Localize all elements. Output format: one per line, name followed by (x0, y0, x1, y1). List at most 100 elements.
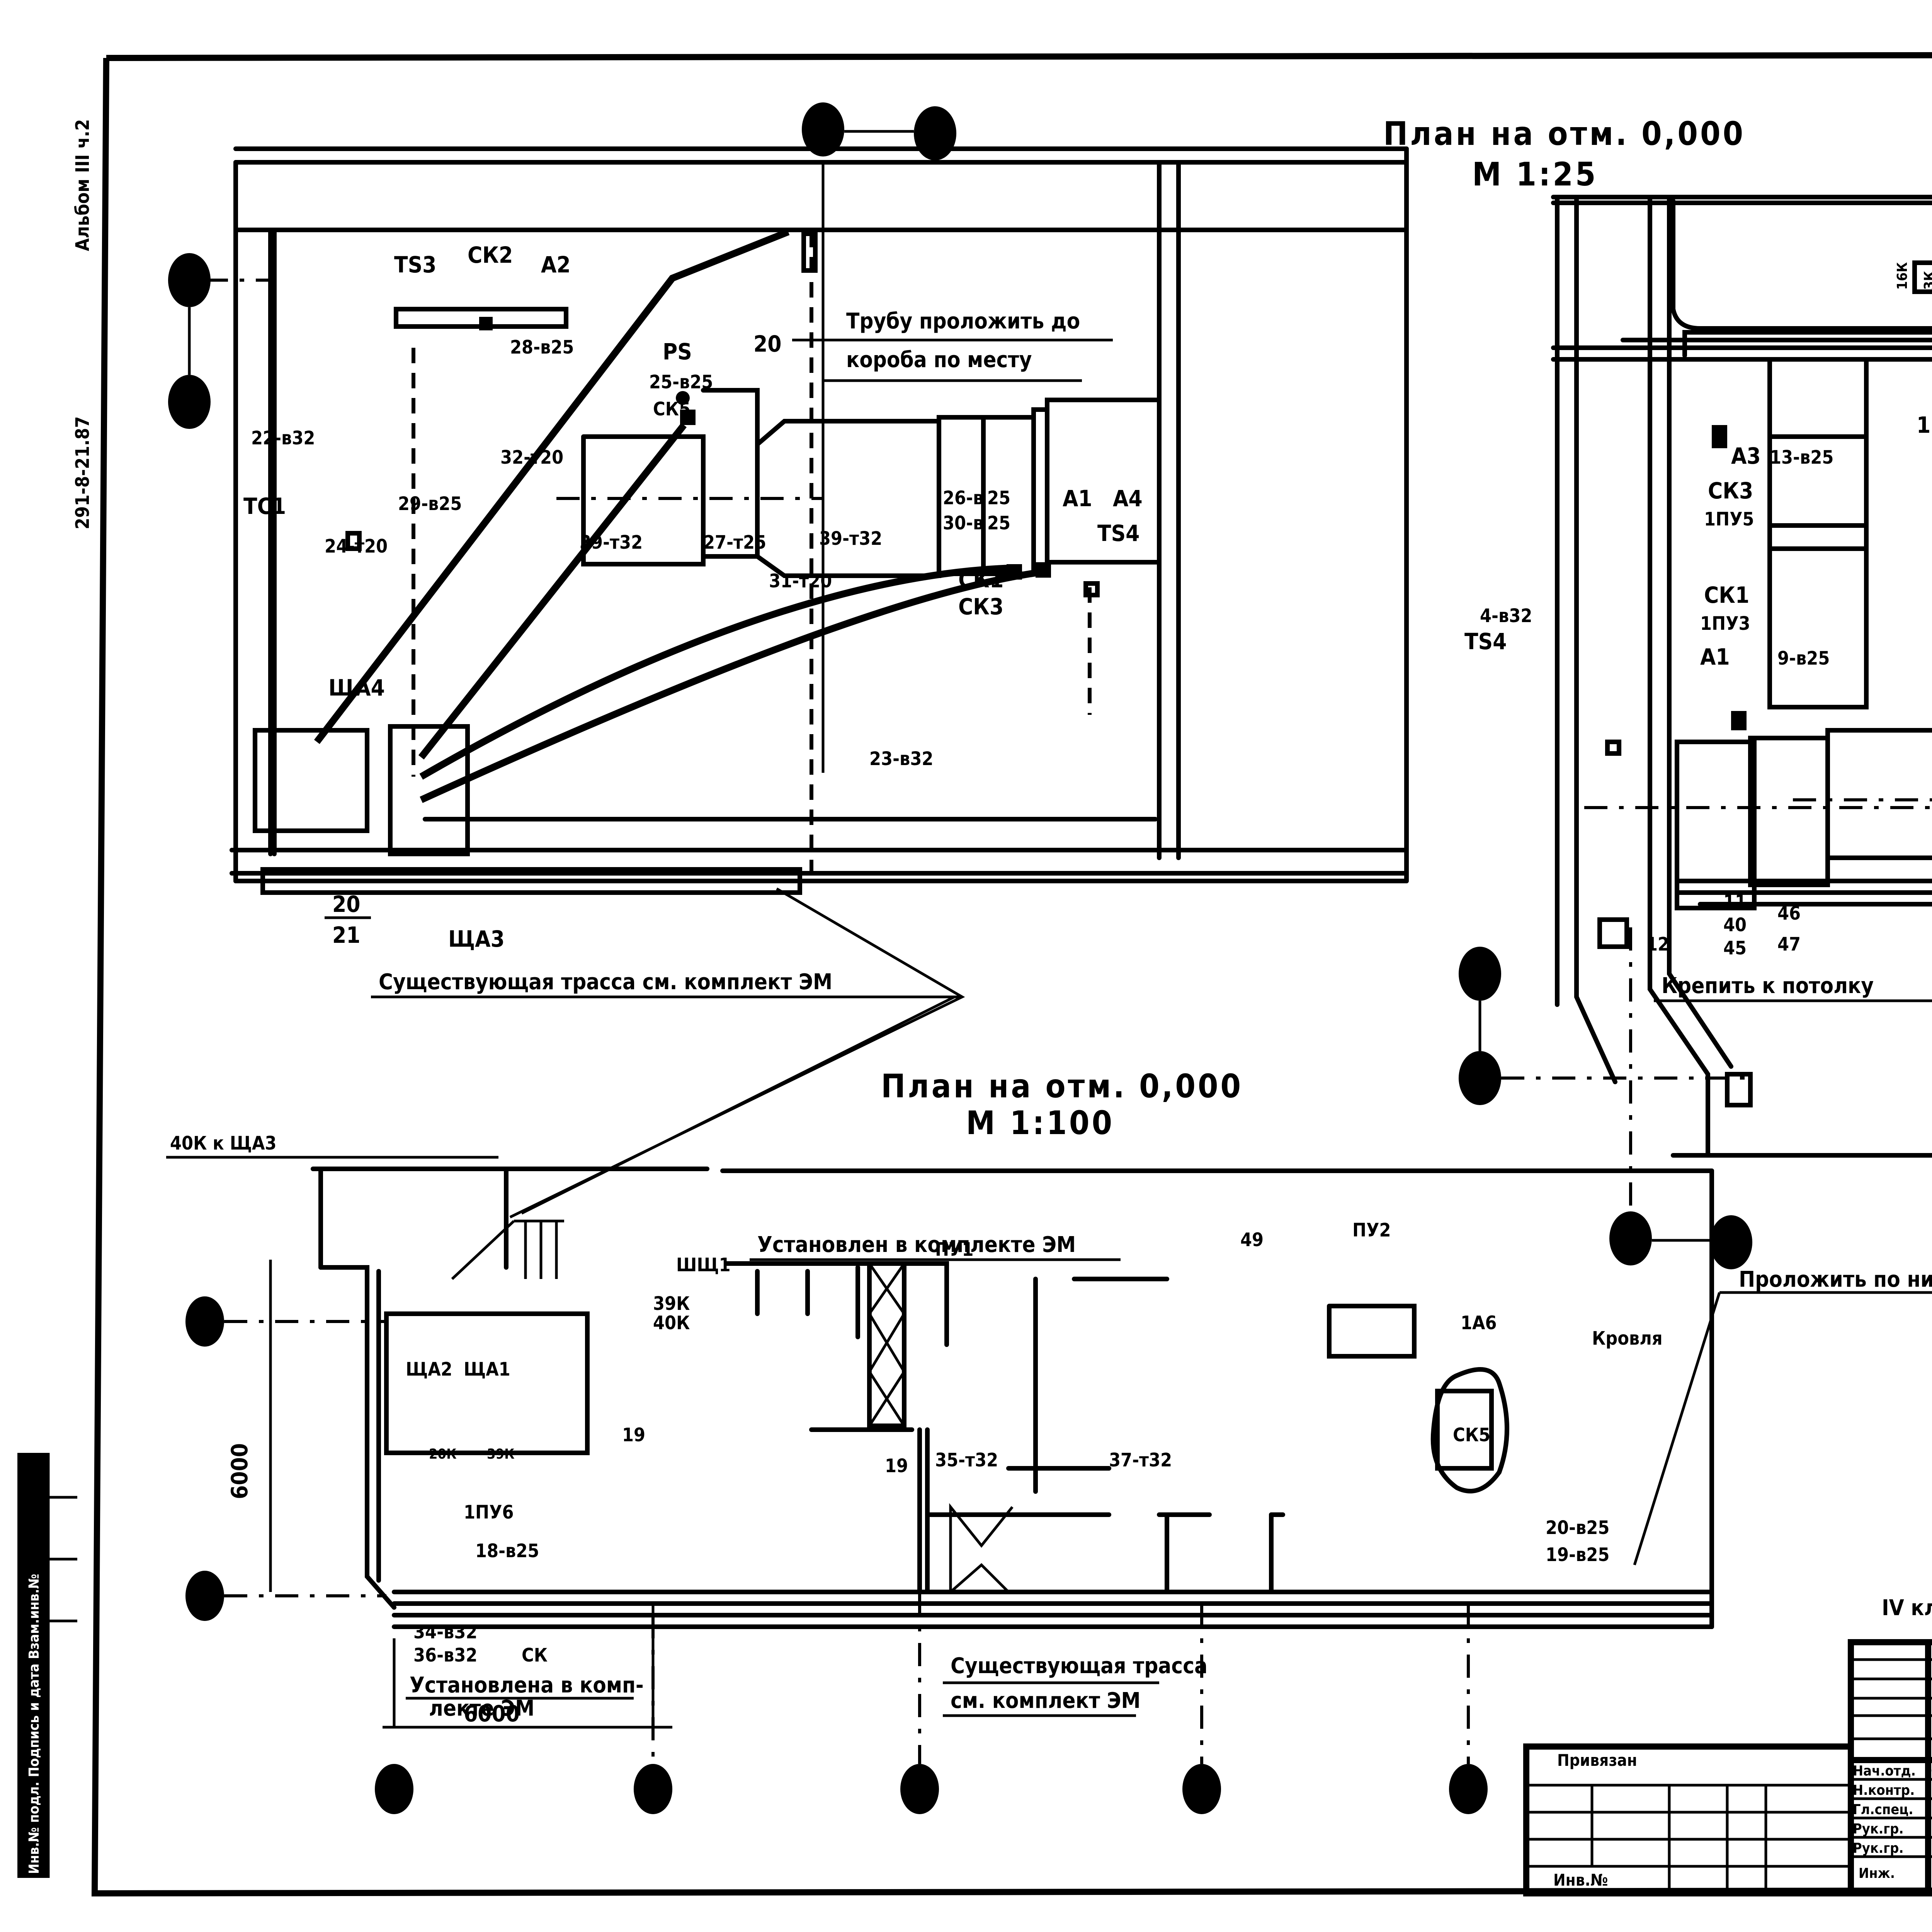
lbl-ts4: TS4 (1097, 520, 1140, 546)
lbl-r-a1: А1 (1700, 644, 1730, 670)
lbl-r-4-v32: 4-в32 (1480, 605, 1532, 627)
dim-vertical-6000: 6000 (226, 1443, 253, 1499)
lbl-shA3: ЩА3 (448, 926, 505, 952)
plan100-scale: М 1:100 (966, 1104, 1114, 1142)
axis-B: Б (1471, 959, 1490, 991)
plan100-title: План на отм. 0,000 (881, 1067, 1243, 1105)
lbl100-39k: 39К (653, 1293, 690, 1315)
lbl100-20-v25: 20-в25 (1546, 1517, 1609, 1539)
lbl-fraction-21: 21 (332, 922, 361, 948)
axis100-A: А (196, 1581, 215, 1612)
lbl-31-t20: 31-т20 (769, 570, 832, 592)
dim-horizontal-6000: 6000 (464, 1701, 520, 1727)
lbl-r-11: 11 (1723, 891, 1747, 913)
inv-label: Инв.№ (1553, 1871, 1608, 1889)
lbl100-pu2: ПУ2 (1352, 1219, 1391, 1241)
lbl-39-t32-a: 39-т32 (580, 532, 643, 553)
lbl-ck3: СК3 (958, 594, 1003, 620)
lbl-r-46: 46 (1777, 903, 1801, 924)
lbl-ck5: СК5 (653, 398, 690, 420)
lbl-32-t20: 32-т20 (500, 447, 563, 468)
lbl-r-1pu3: 1ПУ3 (1700, 613, 1750, 634)
stairs (451, 1219, 564, 1280)
lbl100-pu1: ПУ1 (935, 1239, 974, 1260)
lbl100-19a: 19 (622, 1424, 645, 1446)
lbl-ck1: СК1 (958, 566, 1003, 593)
lbl-r-ck3: СК3 (1708, 478, 1753, 504)
lbl100-49: 49 (1240, 1229, 1264, 1251)
lbl-30-25: 25 (987, 512, 1010, 534)
lbl-30-v: 30-в (943, 512, 983, 534)
plan100-labels: 6000 6000 40К к ЩА3 Установлен в комплек… (166, 1133, 1932, 1727)
lbl-29-v25: 29-в25 (398, 493, 462, 515)
lbl-tc1: ТС1 (243, 493, 286, 519)
lbl-27-t25: 27-т25 (703, 532, 766, 553)
lbl100-36-v32: 36-в32 (413, 1645, 477, 1666)
note-installed-ck-line1: Установлена в комп- (410, 1673, 644, 1698)
lbl100-39k-b: 39К (487, 1446, 515, 1462)
staff-name: Рыбченко (1931, 1782, 1932, 1798)
lbl100-19-v25: 19-в25 (1546, 1544, 1609, 1566)
lbl100-37-t32: 37-т32 (1109, 1449, 1172, 1471)
lbl-ck2: СК2 (468, 242, 513, 268)
lbl100-35-t32: 35-т32 (935, 1449, 998, 1471)
note-installed-ck-line2: лекте ЭМ (429, 1696, 534, 1721)
note-existing-route-100-line2: см. комплект ЭМ (951, 1688, 1141, 1713)
lbl-r-1pu5: 1ПУ5 (1704, 509, 1754, 530)
side-stamp: Инв.№ подл. Подпись и дата Взам.инв.№ (17, 1453, 77, 1878)
staff-role: Инж. (1859, 1866, 1895, 1881)
staff-name: Самсонов (1931, 1763, 1932, 1779)
staff-name: Капустин (1931, 1866, 1932, 1881)
staff-role: Нач.отд. (1853, 1763, 1916, 1779)
staff-name: Рыбченко (1931, 1802, 1932, 1818)
staff-row: Гл.спец. Рыбченко 22.12.87 (1853, 1802, 1932, 1818)
note-lay-structure: Проложить по нижнему поясу структуры (1739, 1267, 1932, 1292)
lbl100-20k: 20К (429, 1446, 457, 1462)
lbl-26-25: 25 (987, 487, 1010, 509)
lbl-a2: А2 (541, 252, 571, 278)
plan25-right-labels: ЩА2 ЩА1 16К 3К 1К 2К 4К 8К 12К 17-в25 НА… (1464, 262, 1932, 1002)
staff-role: Н.контр. (1853, 1782, 1915, 1798)
lbl100-ck: СК (522, 1645, 548, 1666)
lbl-25-v25: 25-в25 (649, 371, 713, 393)
lbl100-roof: Кровля (1592, 1328, 1663, 1349)
staff-row: Н.контр. Рыбченко 22.12.87 (1853, 1782, 1932, 1798)
climate-zone: IV климатический район (1882, 1595, 1932, 1621)
lbl-28-v25: 28-в25 (510, 337, 574, 358)
lbl-r-13-v25: 13-в25 (1770, 447, 1833, 468)
lbl-39-t32-b: 39-т32 (819, 528, 882, 549)
lbl100-34-v32: 34-в32 (413, 1621, 477, 1643)
lbl-a4: А4 (1113, 485, 1143, 512)
lbl100-1pu6: 1ПУ6 (464, 1502, 514, 1523)
lbl-20: 20 (753, 331, 782, 357)
staff-row: Инж. Капустин 22.12.87 (1859, 1866, 1932, 1881)
lbl-r-3k: 3К (1922, 270, 1932, 290)
side-stamp-text: Инв.№ подл. Подпись и дата Взам.инв.№ (26, 1574, 42, 1874)
plan25-left-labels: Трубу проложить до короба по месту TS3 С… (243, 242, 1143, 1219)
lbl100-19b: 19 (885, 1455, 908, 1477)
axis-bubbles-plan100: Б А 1 2 3 4 5 (185, 1296, 1488, 1814)
axis-A: А (1471, 1063, 1490, 1095)
staff-role: Гл.спец. (1853, 1802, 1913, 1818)
staff-name: Бранцева (1931, 1840, 1932, 1856)
axis-D: Д (180, 388, 201, 419)
staff-role: Рук.гр. (1853, 1821, 1904, 1837)
plan25-title: План на отм. 0,000 (1383, 115, 1745, 153)
plan25-scale: М 1:25 (1472, 155, 1598, 193)
axis100-1: 1 (386, 1774, 403, 1806)
staff-row: Рук.гр. Бранцева 22.12.87 (1853, 1840, 1932, 1856)
axis100-B: Б (196, 1306, 215, 1338)
lbl-r-45: 45 (1723, 937, 1747, 959)
lbl-26-v: 26-в (943, 487, 983, 509)
lbl100-shch1: ШЩ1 (676, 1254, 731, 1276)
lbl-24-t20: 24-т20 (325, 536, 388, 557)
lbl100-40k: 40К к ЩА3 (170, 1133, 276, 1154)
lbl-ts3: TS3 (394, 252, 437, 278)
lbl100-18-v25: 18-в25 (475, 1540, 539, 1562)
binding-label: Привязан (1557, 1751, 1637, 1770)
axis-bubbles-plan25-left: Е Д 3 4 (168, 102, 956, 429)
album-label: Альбом III ч.2 (72, 119, 94, 251)
staff-name: Исаева (1931, 1821, 1932, 1837)
axis-4: 4 (927, 119, 944, 150)
axis-1: 1 (1623, 1224, 1640, 1255)
